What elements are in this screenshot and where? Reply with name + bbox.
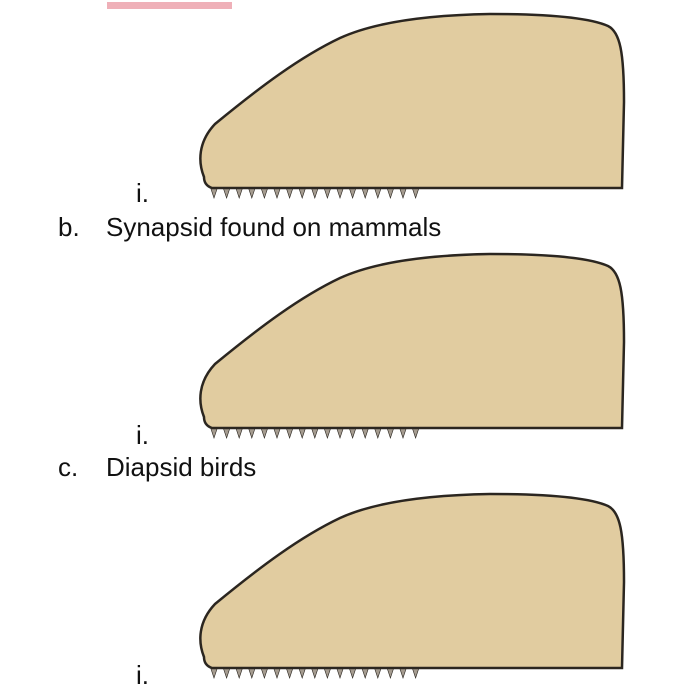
- skull-bone: p po sq j qj q: [199, 12, 626, 190]
- skull-bone: p po sq j qj q: [199, 252, 626, 430]
- item-b: b. Synapsid found on mammals: [58, 212, 441, 242]
- anapsid-skull-diagram: p po sq j qj q: [199, 12, 626, 199]
- item-c-text: Diapsid birds: [106, 452, 257, 482]
- sub-marker-a: i.: [136, 178, 149, 208]
- item-c-marker: c.: [58, 452, 79, 482]
- sub-marker-c: i.: [136, 660, 149, 690]
- item-c: c. Diapsid birds: [58, 452, 256, 482]
- diapsid-skull-diagram: p po sq j qj q: [199, 492, 626, 679]
- skull-bone: p po sq j qj q: [199, 492, 626, 670]
- highlight-bar: [107, 2, 232, 9]
- synapsid-skull-diagram: p po sq j qj q: [199, 252, 626, 439]
- item-b-text: Synapsid found on mammals: [106, 212, 442, 242]
- item-b-marker: b.: [58, 212, 80, 242]
- sub-marker-b: i.: [136, 420, 149, 450]
